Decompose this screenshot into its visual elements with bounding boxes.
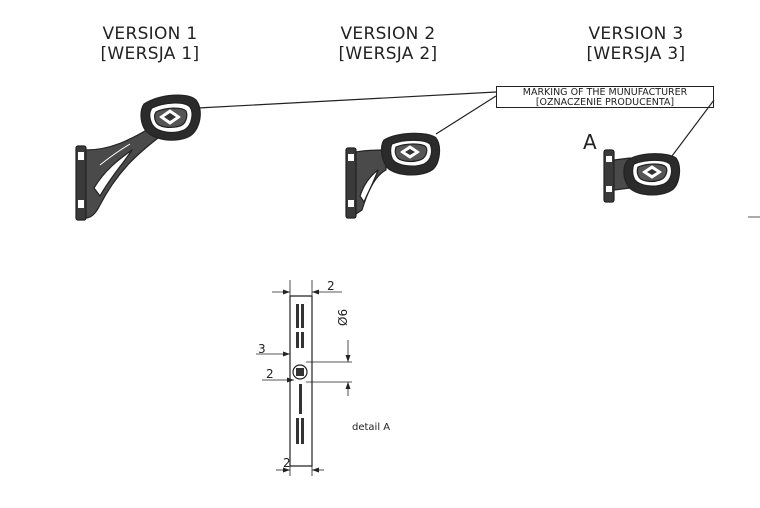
lamp-version-3 xyxy=(603,99,715,203)
version-2-label: VERSION 2 [WERSJA 2] xyxy=(308,24,468,64)
marking-line-2: [OZNACZENIE PRODUCENTA] xyxy=(535,97,675,108)
manufacturer-marking-callout: MARKING OF THE MUNUFACTURER [OZNACZENIE … xyxy=(496,86,714,108)
detail-a-label: detail A xyxy=(352,422,391,433)
view-label-a: A xyxy=(583,130,597,154)
dimension-hole-diameter: Ø6 xyxy=(336,308,350,326)
version-1-title: VERSION 1 xyxy=(102,24,198,44)
marking-line-1: MARKING OF THE MUNUFACTURER xyxy=(522,87,688,98)
version-3-title: VERSION 3 xyxy=(588,24,684,44)
version-1-subtitle: [WERSJA 1] xyxy=(100,44,200,64)
dimension-top-width: 2 xyxy=(327,279,335,293)
detail-a-drawing xyxy=(256,280,352,476)
version-2-title: VERSION 2 xyxy=(340,24,436,44)
dimension-offset-left: 3 xyxy=(258,342,266,356)
lamp-version-1 xyxy=(75,91,497,221)
version-3-subtitle: [WERSJA 3] xyxy=(586,44,686,64)
version-1-label: VERSION 1 [WERSJA 1] xyxy=(70,24,230,64)
version-3-label: VERSION 3 [WERSJA 3] xyxy=(556,24,716,64)
lamp-version-2 xyxy=(345,95,497,219)
dimension-bottom-width: 2 xyxy=(283,456,291,470)
version-2-subtitle: [WERSJA 2] xyxy=(338,44,438,64)
dimension-hole-offset: 2 xyxy=(266,367,274,381)
